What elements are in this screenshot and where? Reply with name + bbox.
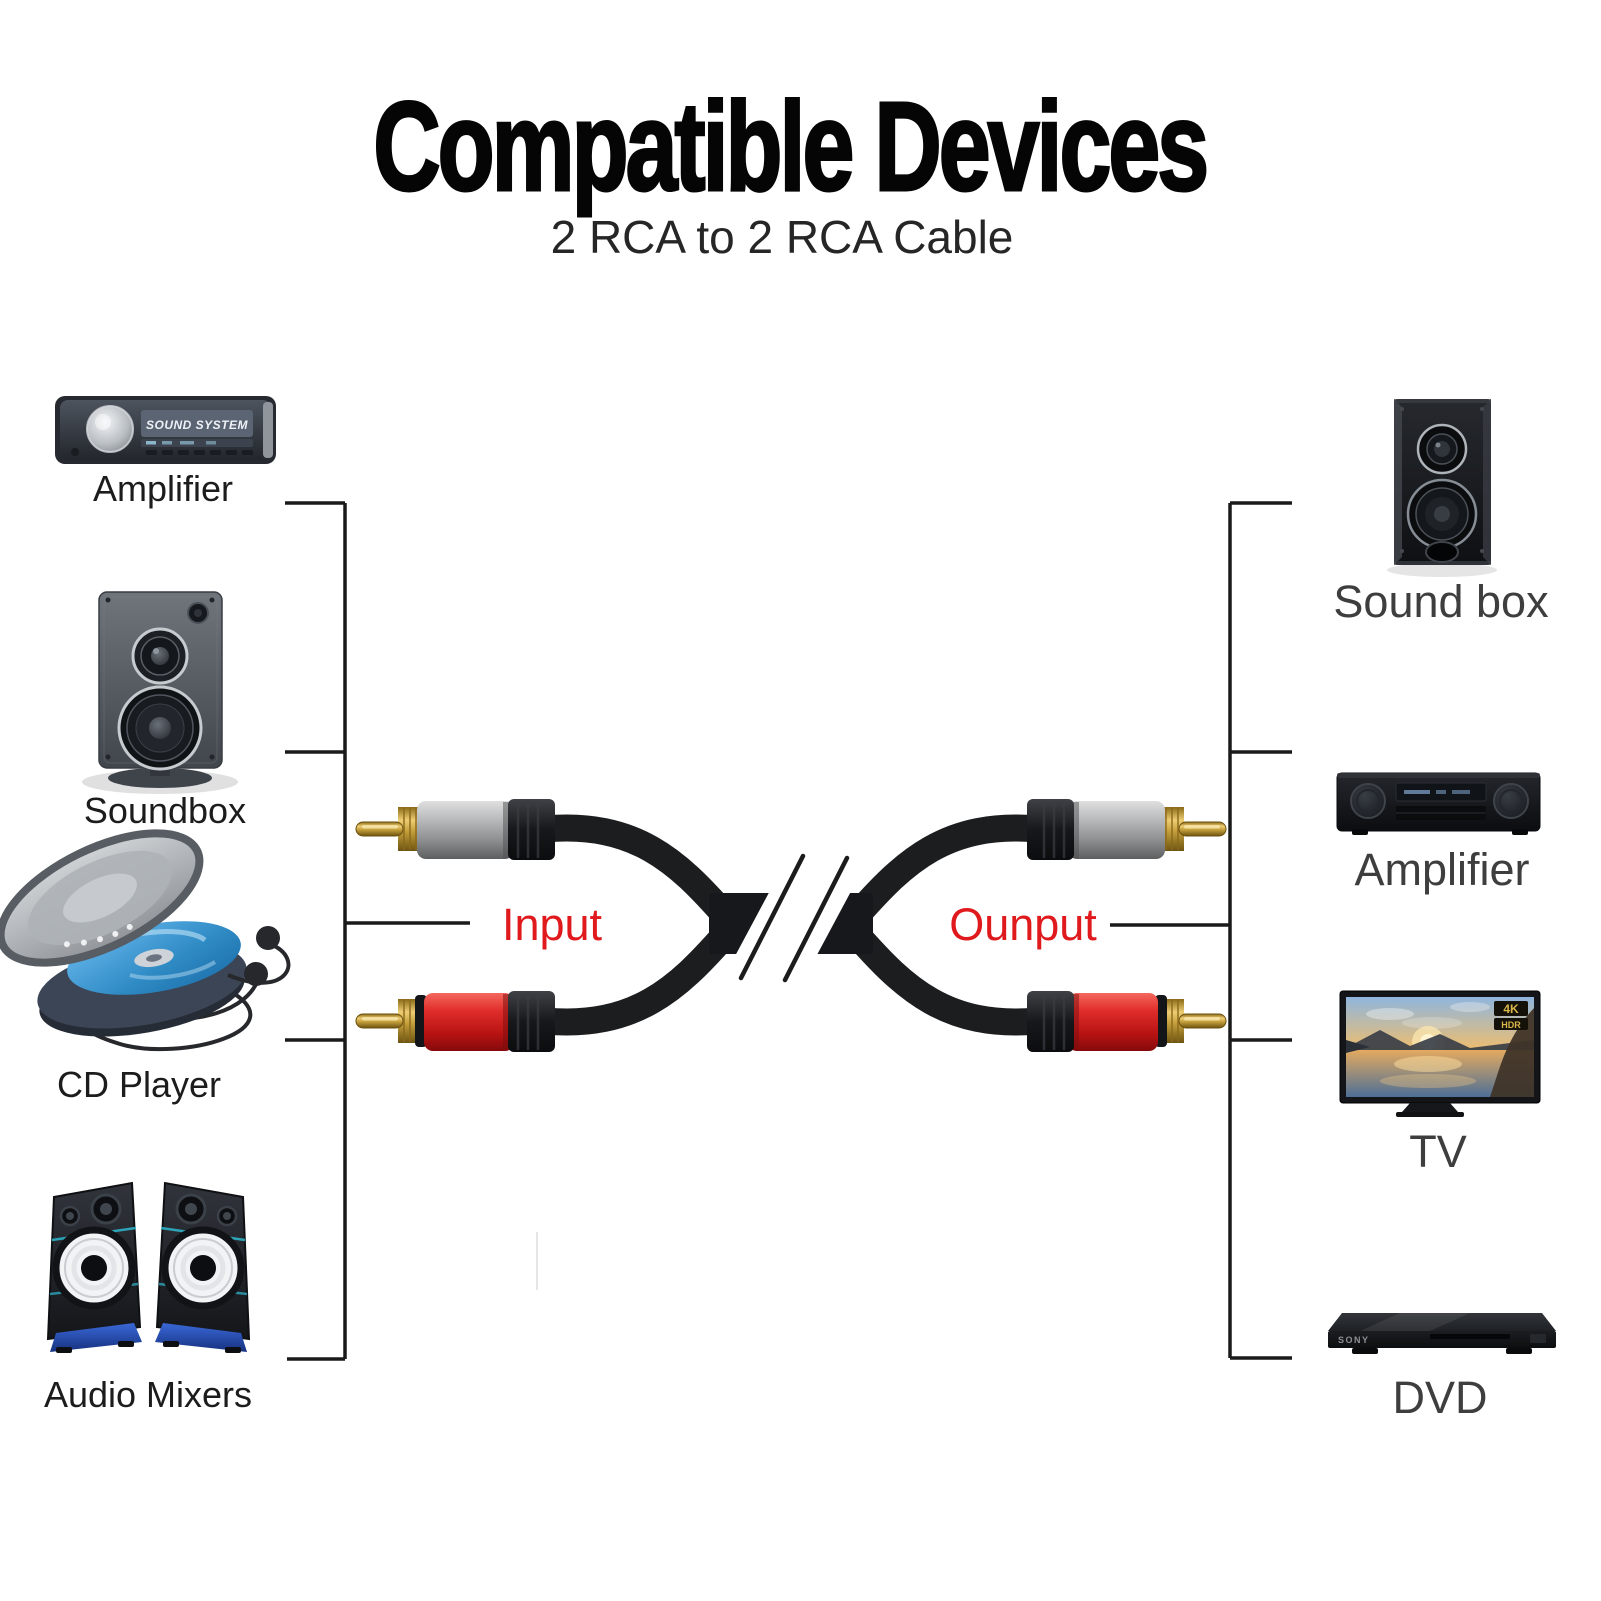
input-label: Input <box>501 899 603 950</box>
cable-right-top <box>844 814 1051 928</box>
label-dvd: DVD <box>1392 1372 1488 1423</box>
label-tv: TV <box>1409 1126 1467 1177</box>
label-audio-mixers: Audio Mixers <box>43 1374 253 1415</box>
rca-plug-silver-right <box>1025 797 1228 862</box>
rca-cable <box>355 797 1228 1054</box>
cable-left-bottom <box>531 922 738 1036</box>
label-sound-box: Sound box <box>1333 576 1549 627</box>
break-slash-2 <box>782 855 850 983</box>
right-bracket-lines <box>1110 501 1292 1360</box>
tv-badge-4k: 4K <box>1503 1002 1519 1016</box>
left-bracket-lines <box>285 501 470 1361</box>
studio-speaker-icon <box>82 591 238 794</box>
cable-left-top <box>531 814 738 928</box>
car-stereo-display-text: SOUND SYSTEM <box>146 418 249 432</box>
cable-right-bottom <box>844 922 1051 1036</box>
bookshelf-speaker-icon <box>1387 399 1497 577</box>
output-label: Ounput <box>949 899 1097 950</box>
dvd-brand-text: SONY <box>1338 1335 1370 1345</box>
label-amplifier-right: Amplifier <box>1354 844 1530 895</box>
av-receiver-icon <box>1336 772 1541 835</box>
rca-plug-red-right <box>1025 989 1228 1054</box>
earbud-2 <box>244 962 268 986</box>
tv-icon: 4K HDR <box>1339 990 1541 1117</box>
faint-artifact-line <box>536 1232 538 1290</box>
break-slash-1 <box>738 853 806 981</box>
label-cd-player: CD Player <box>56 1064 222 1105</box>
page-subtitle: 2 RCA to 2 RCA Cable <box>550 211 1014 263</box>
earbud-1 <box>256 926 280 950</box>
rca-plug-red-left <box>355 991 555 1052</box>
label-soundbox: Soundbox <box>83 790 247 831</box>
dvd-player-icon: SONY <box>1328 1313 1556 1354</box>
tv-badge-hdr: HDR <box>1501 1020 1521 1030</box>
rca-plug-silver-left <box>355 799 555 860</box>
portable-cd-player-icon <box>0 829 291 1052</box>
page-title: Compatible Devices <box>372 75 1210 219</box>
label-amplifier-left: Amplifier <box>92 468 234 509</box>
speaker-pair-icon <box>46 1183 249 1353</box>
car-stereo-icon: SOUND SYSTEM <box>55 396 276 464</box>
